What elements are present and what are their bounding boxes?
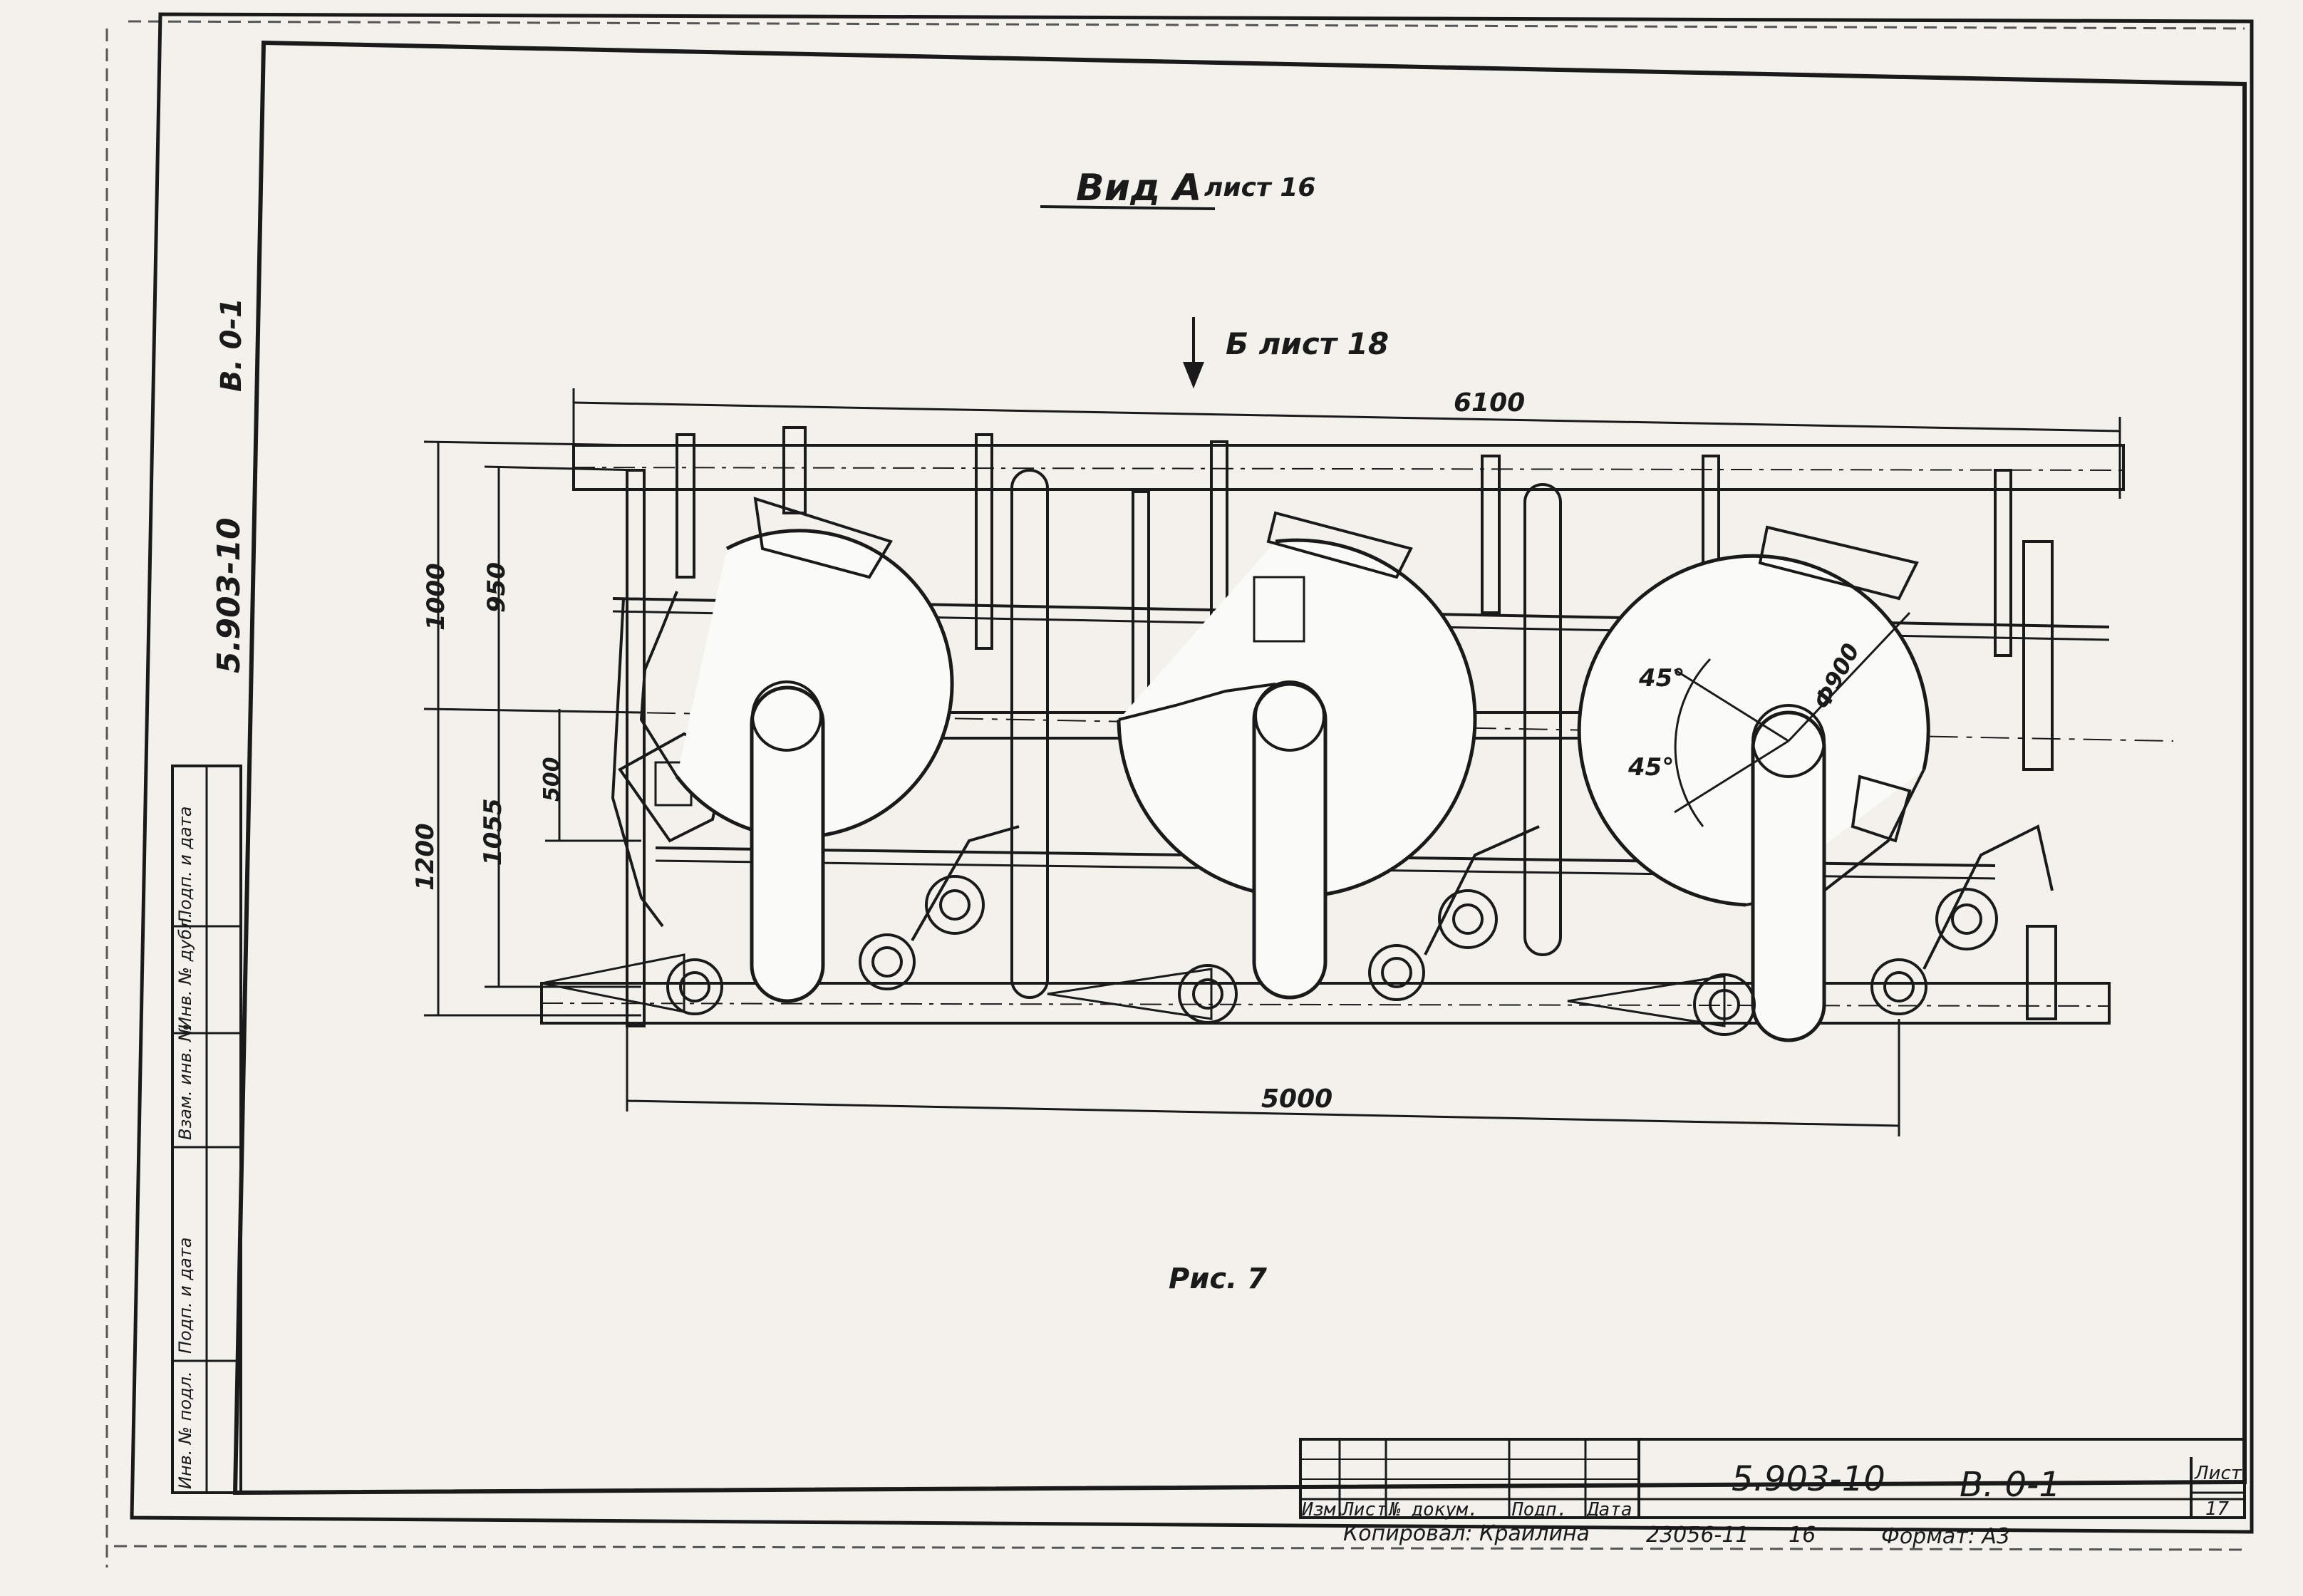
- trim-line-bottom: [113, 1545, 2245, 1551]
- title-block: [1299, 1438, 2246, 1519]
- trim-line-top: [128, 20, 2245, 30]
- riser-pipes: [782, 426, 1562, 999]
- outer-frame: [130, 12, 2254, 1534]
- dimension-5000: [626, 1019, 1900, 1136]
- stamp-field-sign-date-1: Подп. и дата: [175, 1237, 195, 1354]
- title-col-signature: Подп.: [1512, 1499, 1568, 1520]
- machine-drawing: [423, 205, 2174, 1136]
- filter-drum-3: [1577, 525, 1930, 1042]
- title-col-doc-no: № докум.: [1389, 1499, 1479, 1520]
- view-title-underline: [1040, 205, 1216, 210]
- valve-box-right: [1851, 774, 1912, 843]
- footer-order-sheet: 16: [1789, 1523, 1816, 1548]
- dim-wheel-span: 5000: [1261, 1084, 1333, 1114]
- dim-angle-bottom: 45°: [1628, 753, 1675, 782]
- title-doc-code: 5.903-10: [1732, 1459, 1885, 1499]
- dim-overall-length: 6100: [1454, 388, 1526, 418]
- skid-runners: [541, 953, 1726, 1027]
- title-col-sheet: Лист: [1342, 1499, 1387, 1520]
- section-arrow-label: Б лист 18: [1226, 326, 1389, 361]
- footer-format: Формат: А3: [1881, 1524, 2010, 1549]
- dim-height-lower: 1200: [411, 823, 440, 891]
- stamp-field-dup-inv: Инв. № дубл.: [175, 912, 195, 1030]
- stamp-field-inv-no: Инв. № подл.: [175, 1371, 195, 1489]
- figure-caption: Рис. 7: [1169, 1263, 1268, 1295]
- left-margin-stamp: [171, 765, 242, 1494]
- title-sheet-number: 17: [2205, 1498, 2230, 1520]
- stamp-field-replacing-inv: Взам. инв. №: [175, 1024, 195, 1140]
- dimension-6100: [572, 388, 2121, 499]
- footer-copied-by: Копировал: Краилина: [1343, 1521, 1590, 1546]
- title-col-date: Дата: [1588, 1499, 1632, 1520]
- title-col-change: Изм.: [1302, 1499, 1347, 1520]
- stamp-field-sign-date-2: Подп. и дата: [175, 806, 195, 923]
- section-arrow-b: [1183, 317, 1204, 389]
- view-title: Вид А: [1076, 167, 1202, 209]
- margin-doc-code: 5.903-10: [211, 517, 247, 673]
- footer-order-number: 23056-11: [1646, 1523, 1749, 1548]
- dim-height-lower-inner: 1055: [479, 798, 507, 866]
- title-sheet-label: Лист: [2195, 1463, 2242, 1484]
- filter-drum-1: [639, 497, 954, 1003]
- elbow-fittings: [666, 824, 2057, 1036]
- filter-drum-2: [1117, 511, 1477, 1000]
- title-doc-part: В. 0-1: [1960, 1465, 2061, 1505]
- vertical-dimensions: [423, 440, 642, 1017]
- dim-height-upper-inner: 950: [482, 562, 511, 613]
- dim-height-mid: 500: [539, 757, 564, 802]
- dim-height-upper: 1000: [422, 563, 450, 631]
- dim-angle-top: 45°: [1639, 664, 1685, 693]
- margin-doc-part: В. 0-1: [215, 298, 248, 392]
- view-sheet-reference: лист 16: [1204, 173, 1316, 202]
